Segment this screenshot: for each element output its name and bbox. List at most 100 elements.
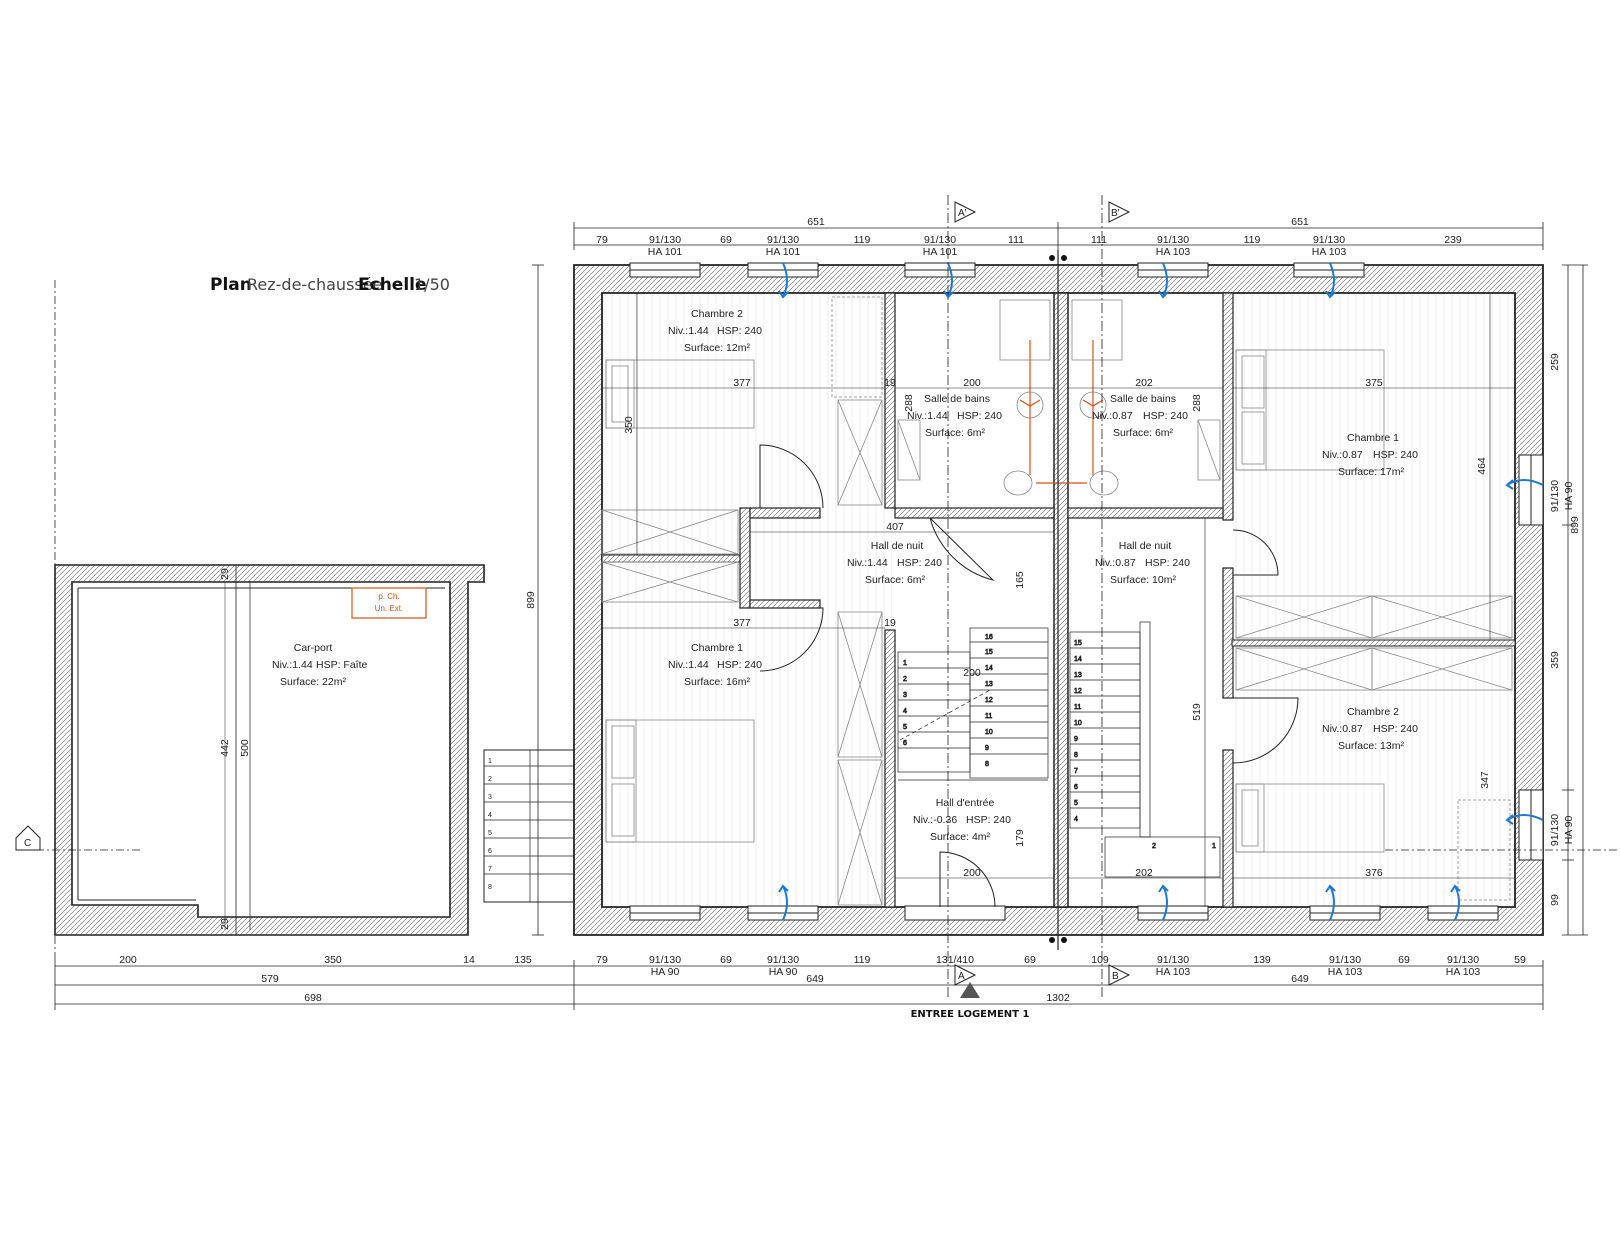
- svg-text:59: 59: [1514, 954, 1526, 966]
- svg-text:Niv.:1.44: Niv.:1.44: [907, 410, 948, 422]
- windows: [629, 262, 1544, 921]
- svg-text:6: 6: [488, 848, 492, 855]
- svg-text:131/410: 131/410: [936, 954, 974, 966]
- svg-text:Salle de bains: Salle de bains: [1110, 393, 1176, 405]
- dimension-lines: [20, 195, 1620, 1010]
- svg-text:350: 350: [623, 416, 635, 434]
- svg-text:10: 10: [1074, 720, 1082, 727]
- svg-text:2: 2: [488, 776, 492, 783]
- svg-text:651: 651: [807, 216, 825, 228]
- svg-text:99: 99: [1549, 894, 1561, 906]
- svg-text:Niv.:0.87: Niv.:0.87: [1092, 410, 1133, 422]
- svg-text:HSP: 240: HSP: 240: [1143, 410, 1188, 422]
- svg-text:79: 79: [596, 234, 608, 246]
- svg-text:79: 79: [596, 954, 608, 966]
- svg-text:239: 239: [1444, 234, 1462, 246]
- svg-text:14: 14: [1074, 656, 1082, 663]
- svg-text:5: 5: [1074, 800, 1078, 807]
- svg-text:HSP: 240: HSP: 240: [1373, 723, 1418, 735]
- svg-text:11: 11: [1074, 704, 1081, 711]
- room-left-chambre-2: Chambre 2 Niv.:1.44 HSP: 240 Surface: 12…: [668, 308, 762, 354]
- section-b-bottom: B: [1112, 971, 1119, 982]
- room-right-chambre-2: Chambre 2 Niv.:0.87 HSP: 240 Surface: 13…: [1322, 706, 1418, 752]
- svg-text:9: 9: [985, 745, 989, 752]
- svg-text:HA 90: HA 90: [1563, 482, 1575, 511]
- plumbing-lines: [1019, 340, 1104, 484]
- svg-text:Hall de nuit: Hall de nuit: [1119, 540, 1172, 552]
- svg-text:29: 29: [219, 918, 231, 930]
- svg-text:651: 651: [1291, 216, 1309, 228]
- svg-text:Car-port: Car-port: [294, 642, 333, 654]
- svg-text:16: 16: [985, 634, 993, 641]
- svg-text:Niv.:0.87: Niv.:0.87: [1322, 449, 1363, 461]
- svg-text:259: 259: [1549, 353, 1561, 371]
- svg-text:200: 200: [963, 867, 981, 879]
- svg-text:69: 69: [1398, 954, 1410, 966]
- svg-text:Niv.:-0.36: Niv.:-0.36: [913, 814, 957, 826]
- svg-text:91/130: 91/130: [649, 954, 681, 966]
- svg-text:HA 103: HA 103: [1156, 966, 1191, 978]
- svg-text:7: 7: [488, 866, 492, 873]
- svg-text:1: 1: [1212, 843, 1216, 850]
- svg-text:579: 579: [261, 973, 279, 985]
- svg-text:12: 12: [1074, 688, 1082, 695]
- section-markers: A' B' A B C: [15, 201, 1131, 998]
- svg-text:Chambre 1: Chambre 1: [1347, 432, 1399, 444]
- svg-text:Niv.:1.44: Niv.:1.44: [668, 659, 709, 671]
- svg-text:6: 6: [1074, 784, 1078, 791]
- svg-text:HA 101: HA 101: [648, 246, 683, 258]
- svg-text:HA 101: HA 101: [766, 246, 801, 258]
- svg-text:4: 4: [1074, 816, 1078, 823]
- svg-text:Surface: 4m²: Surface: 4m²: [930, 831, 991, 843]
- furniture: [601, 296, 1513, 906]
- svg-text:3: 3: [903, 692, 907, 699]
- svg-text:91/130: 91/130: [1447, 954, 1479, 966]
- svg-text:91/130: 91/130: [1313, 234, 1345, 246]
- svg-text:2: 2: [1152, 843, 1156, 850]
- svg-text:4: 4: [488, 812, 492, 819]
- svg-text:8: 8: [488, 884, 492, 891]
- svg-text:8: 8: [1074, 752, 1078, 759]
- svg-text:442: 442: [219, 739, 231, 757]
- svg-text:649: 649: [1291, 973, 1309, 985]
- svg-text:464: 464: [1476, 457, 1488, 475]
- svg-text:14: 14: [985, 665, 993, 672]
- svg-text:119: 119: [1244, 234, 1261, 246]
- svg-text:Chambre 2: Chambre 2: [691, 308, 743, 320]
- svg-text:377: 377: [733, 617, 751, 629]
- section-c-left: C: [24, 838, 31, 849]
- svg-text:377: 377: [733, 377, 751, 389]
- svg-text:Niv.:0.87: Niv.:0.87: [1095, 557, 1136, 569]
- svg-text:500: 500: [239, 739, 251, 757]
- section-a-bottom: A: [958, 971, 965, 982]
- svg-text:29: 29: [219, 568, 231, 580]
- svg-text:HSP: 240: HSP: 240: [897, 557, 942, 569]
- svg-text:Niv.:0.87: Niv.:0.87: [1322, 723, 1363, 735]
- svg-text:Niv.:1.44: Niv.:1.44: [272, 659, 313, 671]
- dims-right: 259 899 359 347 99 91/130 HA 90 91/130 H…: [219, 353, 1581, 930]
- svg-text:HSP: 240: HSP: 240: [1145, 557, 1190, 569]
- svg-text:288: 288: [1191, 394, 1203, 412]
- svg-text:7: 7: [1074, 768, 1078, 775]
- outlet-label-2: Un. Ext.: [375, 604, 403, 613]
- plan-title: Plan Rez-de-chaussée Echelle 1/50: [210, 275, 450, 295]
- svg-text:HSP: 240: HSP: 240: [717, 325, 762, 337]
- svg-text:15: 15: [1074, 640, 1082, 647]
- entrance-label: ENTREE LOGEMENT 1: [911, 1009, 1030, 1020]
- svg-text:HSP: 240: HSP: 240: [966, 814, 1011, 826]
- svg-text:11: 11: [985, 713, 992, 720]
- svg-text:200: 200: [963, 377, 981, 389]
- svg-text:698: 698: [304, 992, 322, 1004]
- svg-text:3: 3: [488, 794, 492, 801]
- svg-text:5: 5: [903, 724, 907, 731]
- svg-text:119: 119: [854, 234, 871, 246]
- svg-text:519: 519: [1191, 703, 1203, 721]
- svg-text:91/130: 91/130: [649, 234, 681, 246]
- dims-interior: 377 19 200 202 288 288 350 407 165 377 1…: [602, 293, 1515, 907]
- svg-text:1302: 1302: [1046, 992, 1070, 1004]
- svg-text:Salle de bains: Salle de bains: [924, 393, 990, 405]
- svg-text:10: 10: [985, 729, 993, 736]
- svg-text:5: 5: [488, 830, 492, 837]
